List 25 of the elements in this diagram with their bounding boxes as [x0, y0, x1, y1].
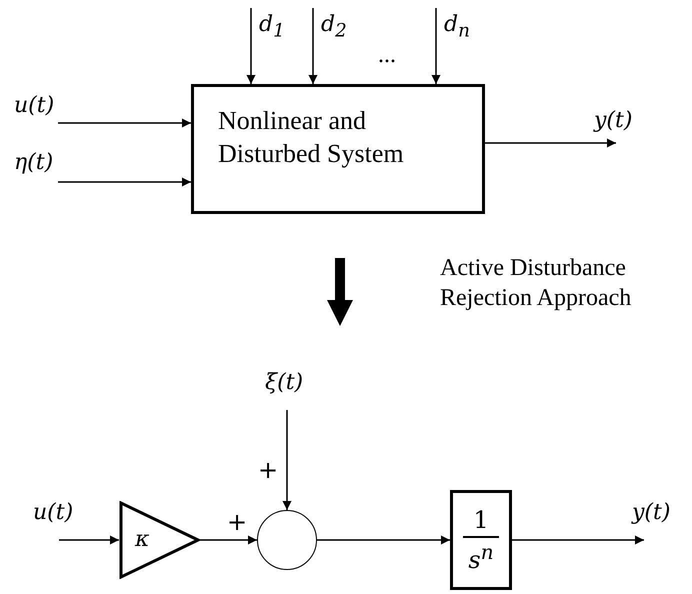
arrow: [59, 536, 119, 544]
transfer-function-block: 1 s$^{n}$: [450, 490, 512, 590]
signal-label: y(t): [628, 500, 692, 540]
arrow: [432, 8, 440, 84]
arrow: [512, 536, 644, 544]
signal-label: ξ(t): [262, 368, 324, 410]
ellipsis-text: ...: [378, 41, 396, 70]
signal-label: d$_{2}$: [313, 8, 355, 42]
arrow: [58, 178, 191, 186]
system-block: Nonlinear and Disturbed System: [191, 84, 485, 214]
signal-label: u(t): [10, 93, 70, 123]
arrow: [317, 536, 450, 544]
signal-label: y(t): [592, 108, 654, 143]
arrow: [485, 138, 616, 148]
signal-label: u(t): [30, 500, 92, 540]
arrow: [282, 410, 292, 510]
arrow: [308, 8, 318, 84]
transformation-note: Active Disturbance Rejection Approach: [440, 254, 632, 313]
signal-label: d$_{n}$: [436, 8, 478, 42]
gain-triangle: κ: [119, 501, 200, 579]
arrow: [58, 118, 191, 128]
signal-label: η(t): [10, 150, 70, 182]
signal-label: d$_{1}$: [251, 8, 293, 42]
arrow: [200, 536, 257, 544]
arrow: [246, 8, 256, 84]
